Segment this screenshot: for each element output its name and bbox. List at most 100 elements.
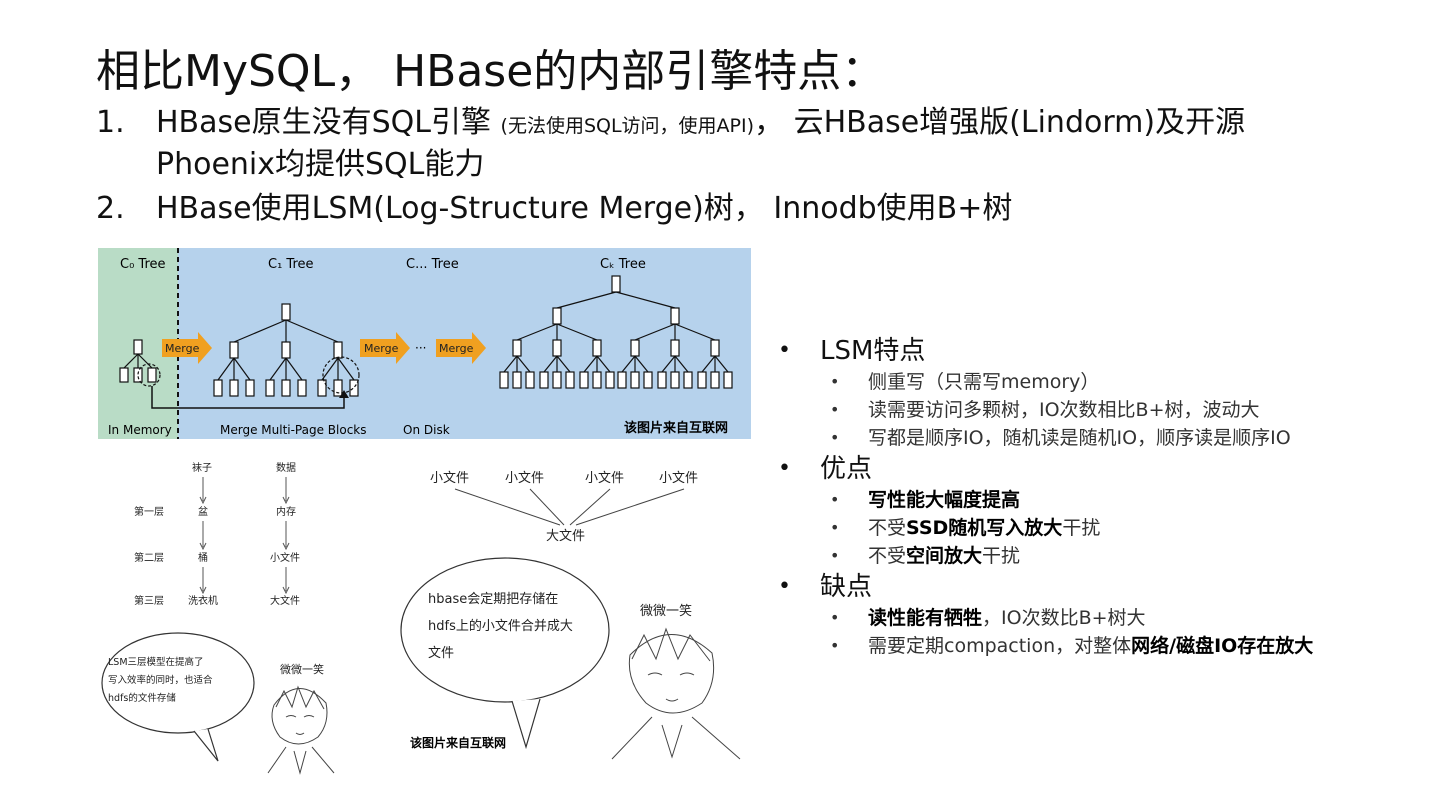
svg-text:hdfs的文件存储: hdfs的文件存储 — [108, 692, 176, 704]
tree-node — [133, 339, 143, 355]
tree-node — [281, 303, 291, 321]
tree-node — [245, 379, 255, 397]
pros-item: 写性能大幅度提高 — [778, 486, 1428, 514]
tree-node — [265, 379, 275, 397]
ck-label: Cₖ Tree — [600, 257, 646, 272]
tree-node — [697, 371, 707, 389]
svg-text:小文件: 小文件 — [430, 471, 469, 486]
tree-node — [317, 379, 327, 397]
merge-arrow: Merge — [436, 332, 486, 364]
tree-node — [683, 371, 693, 389]
svg-text:Merge: Merge — [165, 342, 200, 355]
tree-node — [499, 371, 509, 389]
speech-bubble — [101, 632, 255, 734]
tree-node — [710, 371, 720, 389]
svg-text:LSM三层模型在提高了: LSM三层模型在提高了 — [108, 656, 204, 668]
tree-node — [281, 341, 291, 359]
merge-blocks-label: Merge Multi-Page Blocks — [220, 423, 367, 437]
speech-bubble — [400, 557, 610, 703]
pros-heading: 优点 — [778, 452, 1428, 486]
tree-node — [611, 275, 621, 293]
point-number: 2. — [96, 191, 125, 226]
tree-node — [605, 371, 615, 389]
tree-node — [333, 341, 343, 359]
lsm-features-list: LSM特点 侧重写（只需写memory） 读需要访问多颗树，IO次数相比B+树，… — [778, 334, 1428, 660]
slide-title: 相比MySQL， HBase的内部引擎特点： — [96, 46, 886, 97]
tree-node — [229, 379, 239, 397]
pros-item: 不受SSD随机写入放大干扰 — [778, 514, 1428, 542]
cons-item: 读性能有牺牲，IO次数比B+树大 — [778, 604, 1428, 632]
point-number: 1. — [96, 105, 125, 140]
svg-text:小文件: 小文件 — [659, 471, 698, 486]
tree-node — [229, 341, 239, 359]
cartoon-character — [267, 685, 335, 775]
svg-text:小文件: 小文件 — [270, 551, 300, 564]
tree-node — [670, 307, 680, 325]
tree-node — [525, 371, 535, 389]
svg-text:袜子: 袜子 — [192, 461, 212, 474]
tree-node — [670, 339, 680, 357]
tree-node — [592, 371, 602, 389]
svg-text:hdfs上的小文件合并成大: hdfs上的小文件合并成大 — [428, 618, 573, 634]
merge-dots: ··· — [415, 341, 426, 355]
tree-node — [119, 367, 129, 383]
svg-text:大文件: 大文件 — [546, 529, 585, 544]
tree-node — [512, 339, 522, 357]
tree-node — [617, 371, 627, 389]
lsm-feature-item: 写都是顺序IO，随机读是随机IO，顺序读是顺序IO — [778, 424, 1428, 452]
svg-text:数据: 数据 — [276, 461, 296, 474]
cdots-label: C... Tree — [406, 257, 459, 272]
tree-node — [213, 379, 223, 397]
tree-node — [552, 307, 562, 325]
tree-node — [512, 371, 522, 389]
lsm-features-heading: LSM特点 — [778, 334, 1428, 368]
in-memory-label: In Memory — [108, 423, 172, 437]
svg-text:大文件: 大文件 — [270, 594, 300, 607]
tree-node — [710, 339, 720, 357]
c1-label: C₁ Tree — [268, 257, 314, 272]
tree-node — [643, 371, 653, 389]
tree-node — [723, 371, 733, 389]
tree-node — [333, 379, 343, 397]
tree-node — [133, 367, 143, 383]
lsm-feature-item: 侧重写（只需写memory） — [778, 368, 1428, 396]
tree-node — [349, 379, 359, 397]
merge-arrow: Merge — [360, 332, 410, 364]
tree-node — [539, 371, 549, 389]
tree-node — [657, 371, 667, 389]
svg-text:第三层: 第三层 — [134, 594, 164, 607]
tree-node — [297, 379, 307, 397]
svg-text:小文件: 小文件 — [505, 471, 544, 486]
image-credit: 该图片来自互联网 — [624, 420, 728, 436]
compaction-cartoon: 小文件 小文件 小文件 小文件 大文件 hbase会定期把存储在 hdfs上的小… — [400, 471, 741, 760]
lsm-feature-item: 读需要访问多颗树，IO次数相比B+树，波动大 — [778, 396, 1428, 424]
cons-heading: 缺点 — [778, 570, 1428, 604]
tree-node — [281, 379, 291, 397]
point-text-line2: Phoenix均提供SQL能力 — [156, 147, 485, 182]
tree-node — [565, 371, 575, 389]
tree-node — [630, 371, 640, 389]
on-disk-label: On Disk — [403, 423, 450, 437]
svg-text:洗衣机: 洗衣机 — [188, 594, 218, 607]
svg-text:文件: 文件 — [428, 646, 454, 661]
svg-text:桶: 桶 — [198, 551, 208, 564]
tree-node — [147, 367, 157, 383]
cartoon-character — [611, 627, 741, 760]
svg-text:Merge: Merge — [364, 342, 399, 355]
svg-text:内存: 内存 — [276, 505, 296, 518]
svg-text:写入效率的同时，也适合: 写入效率的同时，也适合 — [108, 674, 213, 686]
pros-item: 不受空间放大干扰 — [778, 542, 1428, 570]
c0-label: C₀ Tree — [120, 257, 166, 272]
tree-node — [670, 371, 680, 389]
three-layer-cartoon: 袜子 盆 桶 洗衣机 数据 内存 小文件 大文件 第一层 第二层 第三层 LSM… — [101, 461, 335, 775]
image-credit: 该图片来自互联网 — [410, 735, 506, 750]
lsm-tree-diagram: C₀ Tree C₁ Tree C... Tree Cₖ Tree Merge … — [98, 248, 751, 439]
smile-label: 微微一笑 — [640, 603, 692, 619]
tree-node — [592, 339, 602, 357]
cons-item: 需要定期compaction，对整体网络/磁盘IO存在放大 — [778, 632, 1428, 660]
point-text: HBase原生没有SQL引擎 (无法使用SQL访问，使用API)， 云HBase… — [156, 105, 1246, 140]
svg-text:第二层: 第二层 — [134, 551, 164, 564]
smile-label: 微微一笑 — [280, 662, 324, 676]
tree-node — [630, 339, 640, 357]
point-text: HBase使用LSM(Log-Structure Merge)树， Innodb… — [156, 191, 1013, 226]
